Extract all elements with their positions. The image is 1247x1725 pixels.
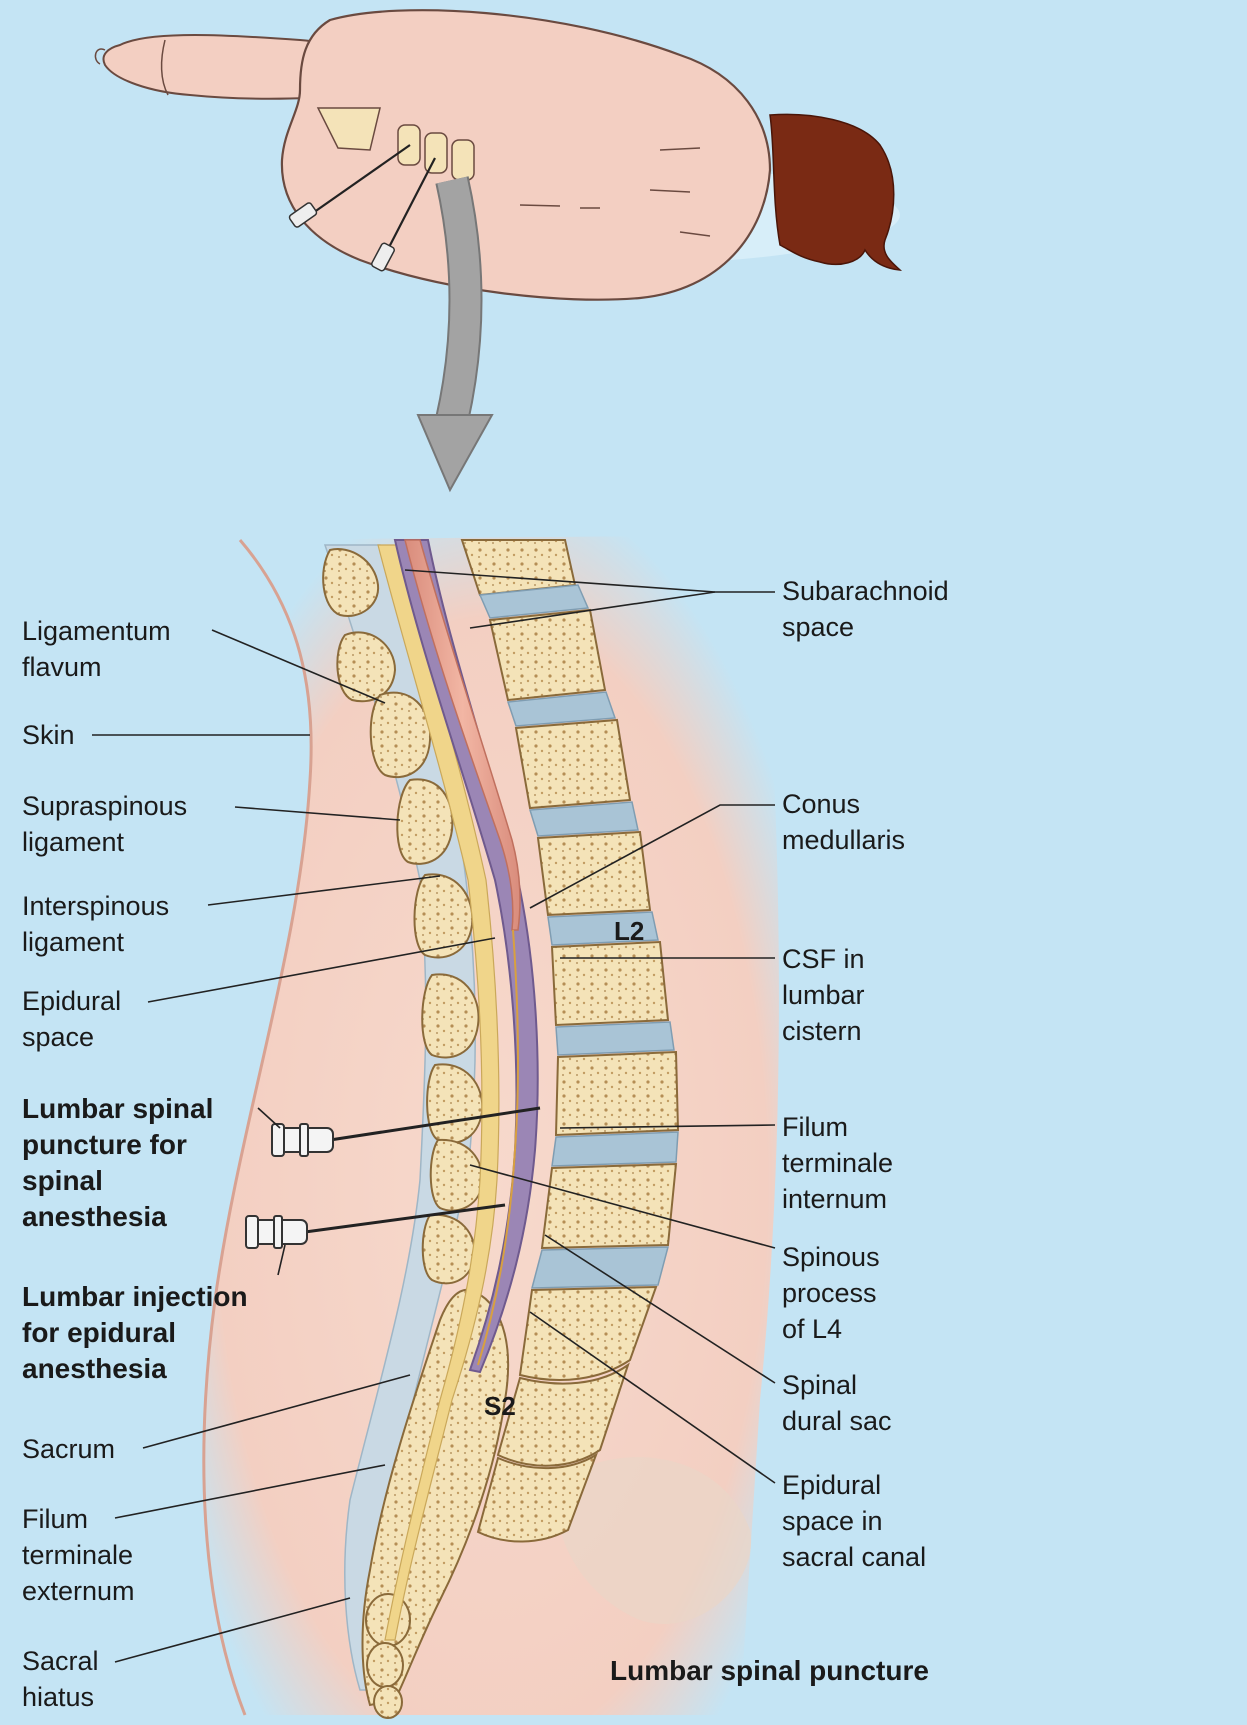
- label-skin: Skin: [22, 720, 75, 750]
- vertebra-label-l2: L2: [614, 916, 644, 946]
- label-lumbar-spinal-puncture: Lumbar spinal puncture for spinal anesth…: [22, 1093, 221, 1232]
- patient-torso: [282, 10, 770, 300]
- label-sacrum: Sacrum: [22, 1434, 115, 1464]
- label-spinal-dural-sac: Spinal dural sac: [782, 1370, 892, 1436]
- patient-hair: [770, 114, 900, 270]
- label-conus-medullaris: Conus medullaris: [782, 789, 905, 855]
- patient-figure: [95, 10, 900, 300]
- vertebra-label-s2: S2: [484, 1391, 516, 1421]
- label-filum-terminale-internum: Filum terminale internum: [782, 1112, 901, 1214]
- label-ligamentum-flavum: Ligamentum flavum: [22, 616, 178, 682]
- label-csf-lumbar-cistern: CSF in lumbar cistern: [782, 944, 872, 1046]
- label-sacral-hiatus: Sacral hiatus: [22, 1646, 106, 1712]
- label-interspinous-ligament: Interspinous ligament: [22, 891, 177, 957]
- label-spinous-process-l4: Spinous process of L4: [782, 1242, 887, 1344]
- label-epidural-space: Epidural space: [22, 986, 129, 1052]
- label-subarachnoid-space: Subarachnoid space: [782, 576, 956, 642]
- figure-caption: Lumbar spinal puncture: [610, 1655, 929, 1686]
- label-filum-terminale-externum: Filum terminale externum: [22, 1504, 141, 1606]
- label-supraspinous-ligament: Supraspinous ligament: [22, 791, 195, 857]
- label-epidural-space-sacral: Epidural space in sacral canal: [782, 1470, 926, 1572]
